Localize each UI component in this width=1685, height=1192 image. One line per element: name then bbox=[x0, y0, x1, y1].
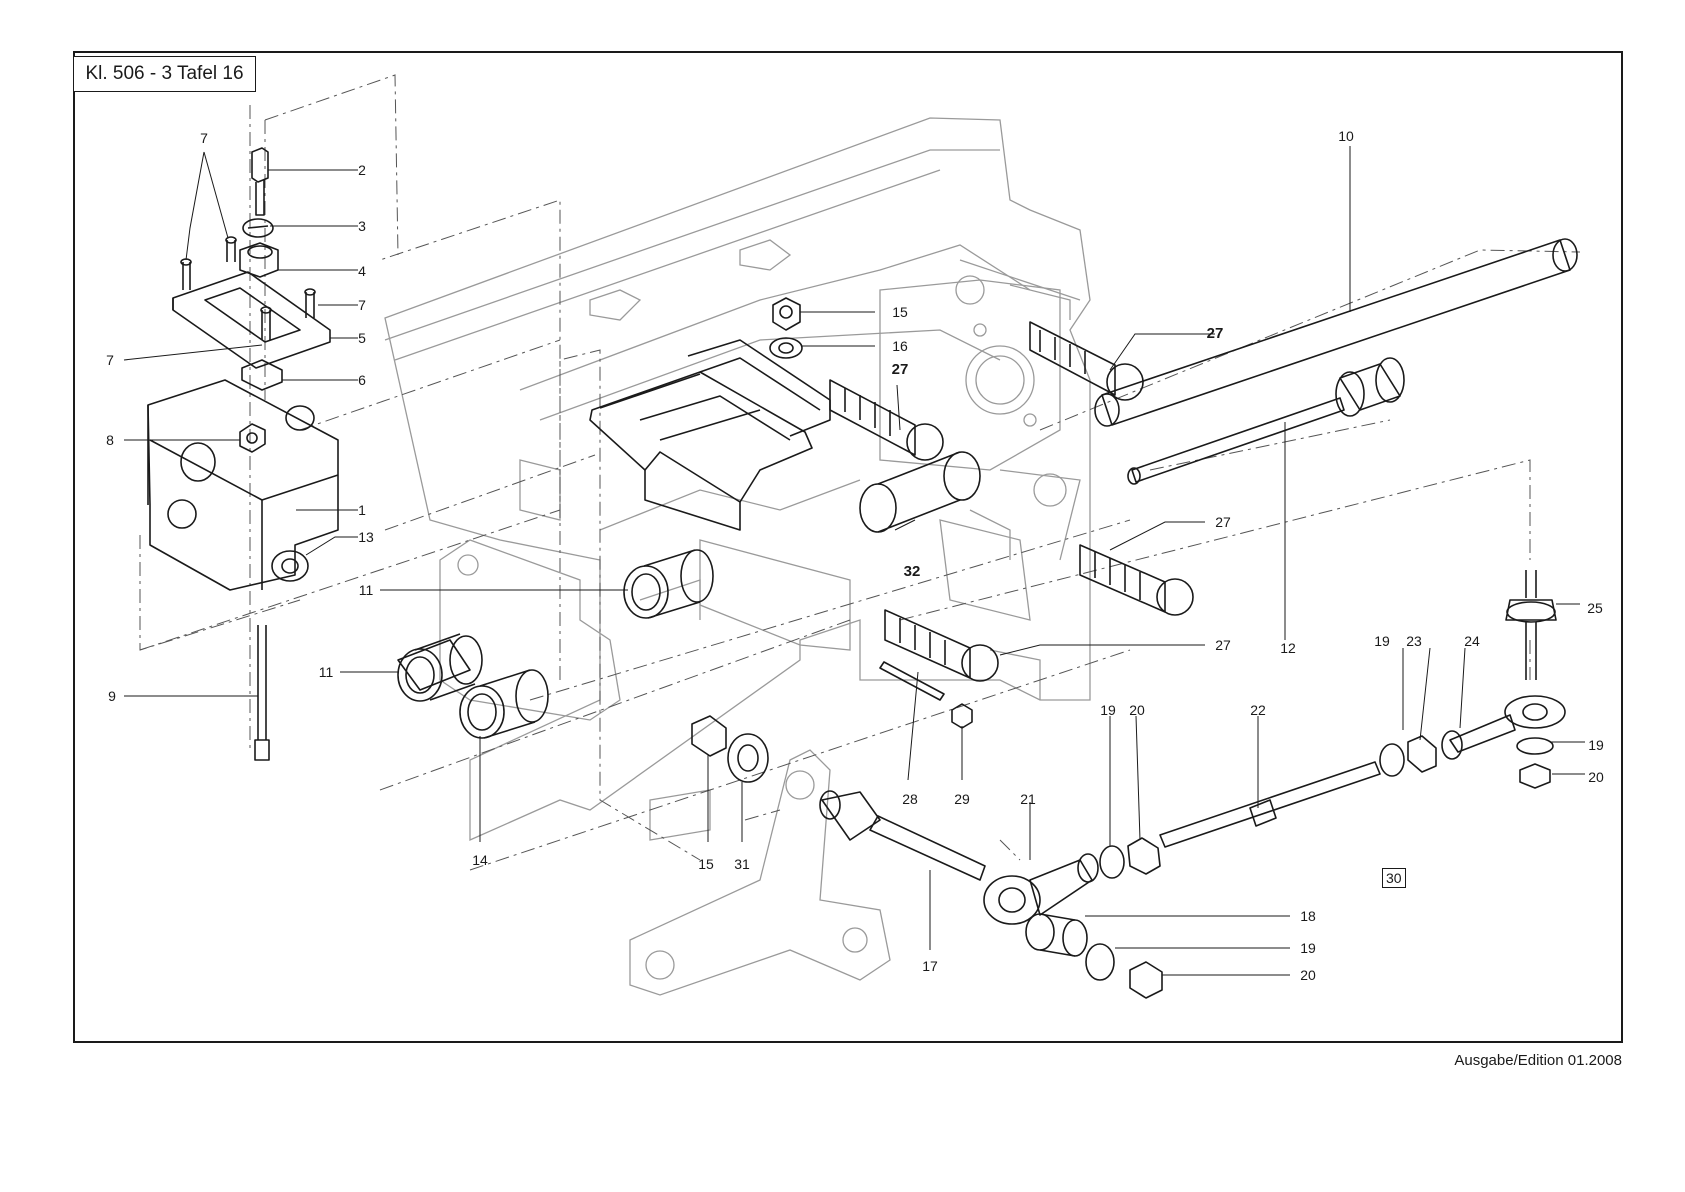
part-label-20-right: 20 bbox=[1588, 770, 1604, 784]
part-label-7-right: 7 bbox=[358, 298, 366, 312]
part-label-28: 28 bbox=[902, 792, 918, 806]
part-label-19-right: 19 bbox=[1588, 738, 1604, 752]
part-label-13: 13 bbox=[358, 530, 374, 544]
drawing-frame bbox=[74, 52, 1622, 1042]
part-label-5: 5 bbox=[358, 331, 366, 345]
part-label-8: 8 bbox=[106, 433, 114, 447]
part-label-20-middle: 20 bbox=[1129, 703, 1145, 717]
part-label-32: 32 bbox=[904, 565, 921, 579]
part-label-7-left: 7 bbox=[106, 353, 114, 367]
reference-box-30: 30 bbox=[1382, 868, 1406, 888]
part-label-18: 18 bbox=[1300, 909, 1316, 923]
part-label-12: 12 bbox=[1280, 641, 1296, 655]
part-label-20-bottom: 20 bbox=[1300, 968, 1316, 982]
part-label-31: 31 bbox=[734, 857, 750, 871]
part-label-19-middle: 19 bbox=[1100, 703, 1116, 717]
part-label-15-top: 15 bbox=[892, 305, 908, 319]
part-label-6: 6 bbox=[358, 373, 366, 387]
part-label-15-bottom: 15 bbox=[698, 857, 714, 871]
part-label-17: 17 bbox=[922, 959, 938, 973]
part-label-27-lower: 27 bbox=[1215, 638, 1231, 652]
part-label-4: 4 bbox=[358, 264, 366, 278]
part-label-1: 1 bbox=[358, 503, 366, 517]
part-label-19-right-top: 19 bbox=[1374, 634, 1390, 648]
part-label-2: 2 bbox=[358, 163, 366, 177]
sheet-title: Kl. 506 - 3 Tafel 16 bbox=[73, 56, 256, 92]
part-label-11-lower: 11 bbox=[319, 665, 334, 679]
part-label-29: 29 bbox=[954, 792, 970, 806]
part-label-24: 24 bbox=[1464, 634, 1480, 648]
part-label-9: 9 bbox=[108, 689, 116, 703]
leader-lines bbox=[124, 146, 1585, 975]
part-label-16: 16 bbox=[892, 339, 908, 353]
part-label-27-upper: 27 bbox=[1207, 327, 1224, 341]
part-label-22: 22 bbox=[1250, 703, 1266, 717]
part-label-21: 21 bbox=[1020, 792, 1036, 806]
construction-lines bbox=[140, 75, 1580, 870]
part-label-14: 14 bbox=[472, 853, 488, 867]
part-label-27-lower-right: 27 bbox=[1215, 515, 1231, 529]
part-label-23: 23 bbox=[1406, 634, 1422, 648]
part-label-11-upper: 11 bbox=[359, 583, 374, 597]
part-label-25: 25 bbox=[1587, 601, 1603, 615]
part-label-10: 10 bbox=[1338, 129, 1354, 143]
part-label-3: 3 bbox=[358, 219, 366, 233]
part-label-7-top: 7 bbox=[200, 131, 208, 145]
edition-label: Ausgabe/Edition 01.2008 bbox=[1454, 1052, 1622, 1069]
part-label-27-middle: 27 bbox=[892, 363, 909, 377]
part-label-19-bottom: 19 bbox=[1300, 941, 1316, 955]
